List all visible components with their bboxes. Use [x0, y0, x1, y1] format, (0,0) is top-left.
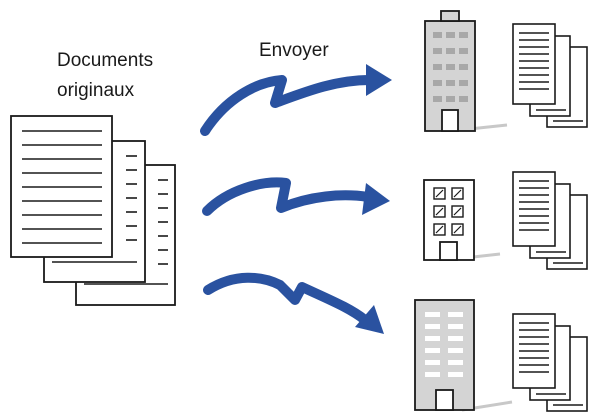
send-arrow-top-icon	[200, 64, 392, 136]
send-arrow-bottom-icon	[203, 272, 384, 334]
document-page-front	[10, 115, 113, 258]
destination-gray-office-building-icon	[414, 299, 513, 412]
send-label: Envoyer	[259, 40, 329, 61]
original-documents-label-line2: originaux	[57, 80, 135, 101]
send-arrows	[200, 64, 392, 334]
received-documents-stack-icon	[512, 23, 588, 128]
destination-small-office-building-icon	[423, 179, 501, 261]
original-documents-label-line1: Documents	[57, 50, 154, 71]
destination-office-tower-icon	[424, 10, 508, 132]
original-documents-stack-icon	[10, 115, 176, 306]
send-arrow-middle-icon	[202, 177, 390, 216]
received-documents-stack-icon	[512, 171, 588, 270]
received-documents-stack-icon	[512, 313, 588, 412]
